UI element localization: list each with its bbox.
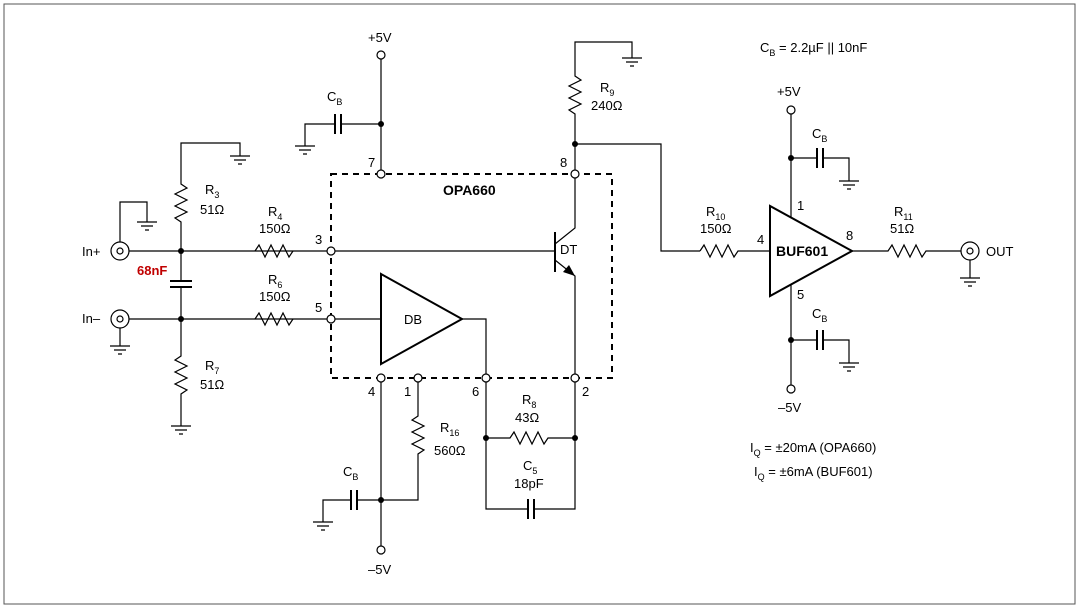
svg-text:8: 8 <box>846 228 853 243</box>
resistor-r16 <box>381 382 426 501</box>
capacitor-c5 <box>527 499 535 519</box>
supply-plus5v-a: +5V <box>368 30 392 45</box>
supply-minus5v-a: –5V <box>368 562 391 577</box>
r11-label: R11 <box>894 204 913 222</box>
in-plus-connector <box>110 241 130 261</box>
svg-text:3: 3 <box>315 232 322 247</box>
supply-minus5v-b: –5V <box>778 400 801 415</box>
r9-label: R9 <box>600 80 614 98</box>
db-buffer <box>380 272 465 366</box>
cap-note: CB = 2.2µF || 10nF <box>760 40 867 58</box>
in-minus-connector <box>110 309 130 329</box>
ground-symbol <box>171 425 191 435</box>
capacitor-cb <box>334 114 342 134</box>
resistor-r6 <box>254 311 294 327</box>
resistor-r10 <box>699 243 770 259</box>
ground-symbol <box>839 362 859 372</box>
in-plus-label: In+ <box>82 244 100 259</box>
svg-text:1: 1 <box>404 384 411 399</box>
svg-text:2: 2 <box>582 384 589 399</box>
ground-symbol <box>137 221 157 231</box>
resistor-r8 <box>486 430 575 446</box>
svg-text:8: 8 <box>560 155 567 170</box>
capacitor-cb <box>816 330 824 350</box>
r6-label: R6 <box>268 272 282 290</box>
capacitor-cb <box>350 490 358 510</box>
opa660-outline <box>330 173 613 379</box>
r3-value: 51Ω <box>200 202 224 217</box>
ground-symbol <box>622 57 642 67</box>
svg-text:1: 1 <box>797 198 804 213</box>
dt-label: DT <box>560 242 577 257</box>
r7-label: R7 <box>205 358 219 376</box>
in-minus-label: In– <box>82 311 101 326</box>
ground-symbol <box>839 180 859 190</box>
r7-value: 51Ω <box>200 377 224 392</box>
r11-value: 51Ω <box>890 221 914 236</box>
resistor-r9 <box>567 41 633 144</box>
ground-symbol <box>960 277 980 287</box>
ground-symbol <box>110 345 130 355</box>
r16-label: R16 <box>440 420 459 438</box>
svg-text:7: 7 <box>368 155 375 170</box>
svg-text:6: 6 <box>472 384 479 399</box>
r3-label: R3 <box>205 182 219 200</box>
r8-value: 43Ω <box>515 410 539 425</box>
r9-value: 240Ω <box>591 98 623 113</box>
buf601-buffer <box>769 204 855 298</box>
ground-symbol <box>230 155 250 165</box>
svg-text:CB: CB <box>327 89 342 107</box>
cap-68nf-label: 68nF <box>137 263 167 278</box>
c5-label: C5 <box>523 458 537 476</box>
iq-opa660-note: IQ = ±20mA (OPA660) <box>750 440 876 458</box>
out-label: OUT <box>986 244 1014 259</box>
resistor-r11 <box>852 243 961 259</box>
capacitor-cb <box>816 148 824 168</box>
resistor-r7 <box>173 319 189 426</box>
ground-symbol <box>313 521 333 531</box>
r4-value: 150Ω <box>259 221 291 236</box>
r10-value: 150Ω <box>700 221 732 236</box>
svg-text:CB: CB <box>812 126 827 144</box>
c5-value: 18pF <box>514 476 544 491</box>
svg-text:5: 5 <box>315 300 322 315</box>
out-connector <box>960 241 980 261</box>
r10-label: R10 <box>706 204 725 222</box>
db-label: DB <box>404 312 422 327</box>
buf601-label: BUF601 <box>776 243 828 259</box>
resistor-r4 <box>254 243 294 259</box>
r8-label: R8 <box>522 392 536 410</box>
svg-text:4: 4 <box>368 384 375 399</box>
ground-symbol <box>295 145 315 155</box>
r16-value: 560Ω <box>434 443 466 458</box>
resistor-r3 <box>173 142 241 251</box>
diagram-frame <box>3 3 1076 605</box>
iq-buf601-note: IQ = ±6mA (BUF601) <box>754 464 873 482</box>
supply-plus5v-b: +5V <box>777 84 801 99</box>
svg-text:CB: CB <box>812 306 827 324</box>
svg-text:CB: CB <box>343 464 358 482</box>
svg-text:5: 5 <box>797 287 804 302</box>
opa660-label: OPA660 <box>443 182 496 198</box>
r6-value: 150Ω <box>259 289 291 304</box>
r4-label: R4 <box>268 204 282 222</box>
svg-text:4: 4 <box>757 232 764 247</box>
